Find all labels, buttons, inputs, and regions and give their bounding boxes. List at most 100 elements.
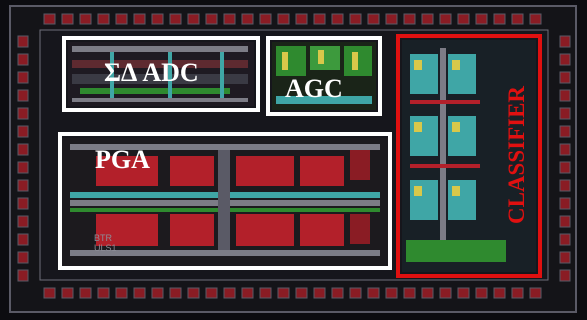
bond-pad: [205, 287, 218, 299]
bond-pad: [79, 287, 92, 299]
pga-block-outline: [58, 132, 392, 270]
bond-pad: [349, 287, 362, 299]
agc-label: AGC: [285, 74, 343, 103]
agc-layout: [272, 42, 376, 110]
agc-block-outline: [266, 36, 382, 116]
bond-pads-top: [43, 13, 542, 25]
bond-pad: [457, 287, 470, 299]
bond-pad: [559, 89, 571, 102]
bond-pad: [367, 287, 380, 299]
bond-pad: [169, 287, 182, 299]
bond-pad: [295, 287, 308, 299]
bond-pads-left: [17, 35, 29, 282]
bond-pad: [97, 287, 110, 299]
bond-pad: [187, 287, 200, 299]
bond-pad: [385, 13, 398, 25]
bond-pad: [43, 287, 56, 299]
pga-layout: BTR ULS1: [62, 138, 388, 266]
bond-pad: [385, 287, 398, 299]
bond-pad: [133, 287, 146, 299]
bond-pad: [403, 287, 416, 299]
bond-pad: [277, 13, 290, 25]
bond-pad: [205, 13, 218, 25]
bond-pad: [151, 287, 164, 299]
bond-pad: [241, 287, 254, 299]
bond-pad: [97, 13, 110, 25]
bond-pad: [559, 197, 571, 210]
classifier-layout: [402, 40, 536, 272]
bond-pad: [559, 251, 571, 264]
adc-block-outline: [62, 36, 260, 112]
bond-pad: [457, 13, 470, 25]
bond-pad: [17, 125, 29, 138]
bond-pad: [439, 287, 452, 299]
bond-pad: [295, 13, 308, 25]
bond-pad: [115, 13, 128, 25]
bond-pad: [17, 143, 29, 156]
bond-pad: [529, 13, 542, 25]
bond-pad: [115, 287, 128, 299]
bond-pad: [43, 13, 56, 25]
bond-pad: [61, 13, 74, 25]
adc-layout: [68, 42, 254, 106]
classifier-block-outline: [396, 34, 542, 278]
bond-pad: [349, 13, 362, 25]
bond-pad: [151, 13, 164, 25]
bond-pads-right: [559, 35, 571, 282]
adc-label: ΣΔ ADC: [104, 58, 199, 87]
bond-pad: [559, 179, 571, 192]
bond-pad: [331, 13, 344, 25]
bond-pad: [559, 125, 571, 138]
bond-pad: [169, 13, 182, 25]
bond-pad: [17, 215, 29, 228]
bond-pad: [439, 13, 452, 25]
bond-pad: [493, 287, 506, 299]
bond-pad: [559, 161, 571, 174]
bond-pad: [79, 13, 92, 25]
bond-pad: [559, 53, 571, 66]
pga-label: PGA: [95, 145, 150, 174]
classifier-label: CLASSIFIER: [504, 85, 530, 225]
bond-pad: [493, 13, 506, 25]
bond-pad: [559, 233, 571, 246]
bond-pad: [259, 287, 272, 299]
bond-pad: [421, 13, 434, 25]
bond-pad: [559, 71, 571, 84]
bond-pad: [241, 13, 254, 25]
bond-pad: [17, 89, 29, 102]
bond-pad: [277, 287, 290, 299]
bond-pad: [17, 107, 29, 120]
bond-pad: [559, 143, 571, 156]
bond-pad: [17, 251, 29, 264]
bond-pads-bottom: [43, 287, 542, 299]
bond-pad: [367, 13, 380, 25]
bond-pad: [17, 269, 29, 282]
bond-pad: [17, 161, 29, 174]
bond-pad: [259, 13, 272, 25]
bond-pad: [187, 13, 200, 25]
bond-pad: [559, 107, 571, 120]
bond-pad: [17, 71, 29, 84]
bond-pad: [223, 287, 236, 299]
pga-marking-line-2: ULS1: [94, 243, 117, 253]
bond-pad: [17, 233, 29, 246]
bond-pad: [17, 35, 29, 48]
bond-pad: [559, 215, 571, 228]
bond-pad: [133, 13, 146, 25]
bond-pad: [511, 13, 524, 25]
bond-pad: [313, 13, 326, 25]
bond-pad: [17, 179, 29, 192]
bond-pad: [331, 287, 344, 299]
bond-pad: [403, 13, 416, 25]
bond-pad: [475, 13, 488, 25]
bond-pad: [511, 287, 524, 299]
bond-pad: [475, 287, 488, 299]
bond-pad: [559, 35, 571, 48]
bond-pad: [559, 269, 571, 282]
bond-pad: [529, 287, 542, 299]
bond-pad: [61, 287, 74, 299]
bond-pad: [17, 53, 29, 66]
bond-pad: [421, 287, 434, 299]
bond-pad: [223, 13, 236, 25]
